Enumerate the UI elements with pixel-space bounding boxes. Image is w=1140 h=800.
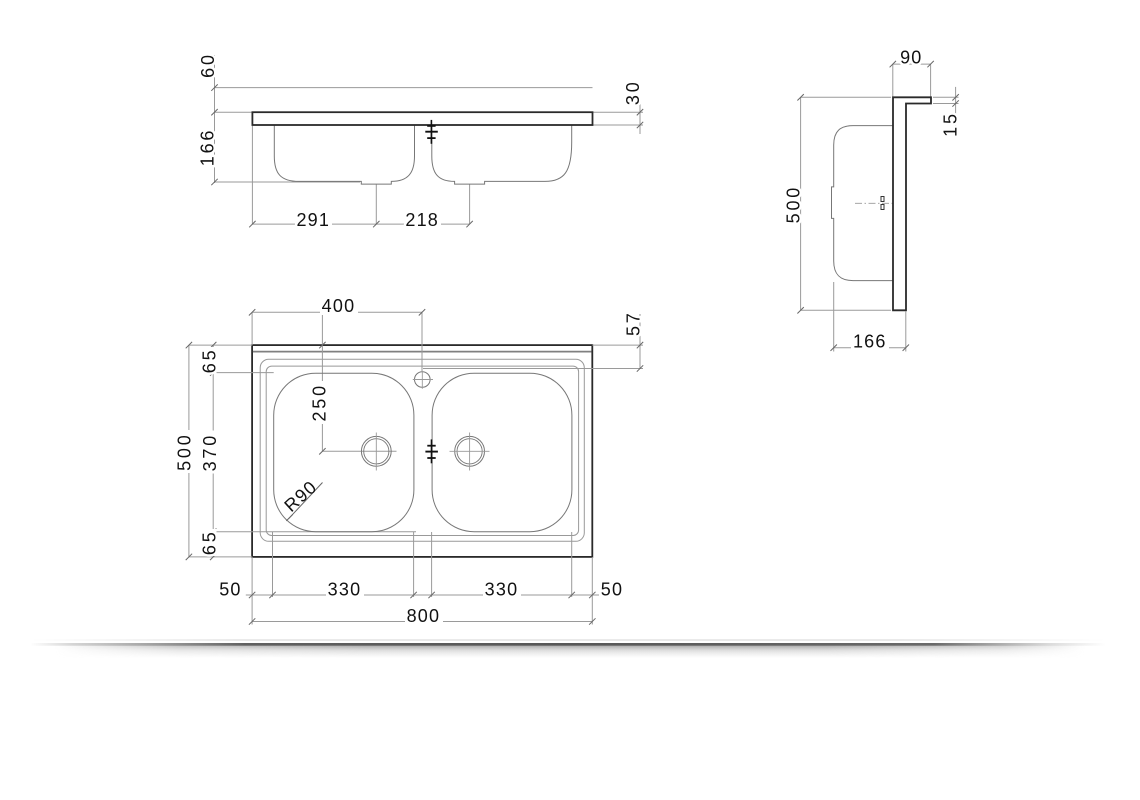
svg-text:370: 370 xyxy=(200,433,220,471)
svg-text:30: 30 xyxy=(623,79,643,105)
svg-text:330: 330 xyxy=(328,580,362,600)
svg-text:90: 90 xyxy=(900,48,922,68)
svg-text:15: 15 xyxy=(940,111,960,137)
svg-text:291: 291 xyxy=(296,210,330,230)
svg-text:330: 330 xyxy=(485,580,519,600)
svg-text:166: 166 xyxy=(198,128,218,166)
svg-text:800: 800 xyxy=(407,606,441,626)
svg-text:57: 57 xyxy=(623,310,643,336)
svg-text:50: 50 xyxy=(219,580,241,600)
svg-text:65: 65 xyxy=(199,529,219,555)
svg-text:250: 250 xyxy=(310,383,330,421)
svg-text:60: 60 xyxy=(198,52,218,78)
svg-text:500: 500 xyxy=(175,432,195,470)
svg-text:65: 65 xyxy=(199,348,219,374)
svg-text:500: 500 xyxy=(784,185,804,223)
svg-text:50: 50 xyxy=(601,580,623,600)
svg-text:218: 218 xyxy=(405,210,439,230)
svg-text:166: 166 xyxy=(853,331,887,351)
svg-text:400: 400 xyxy=(322,296,356,316)
